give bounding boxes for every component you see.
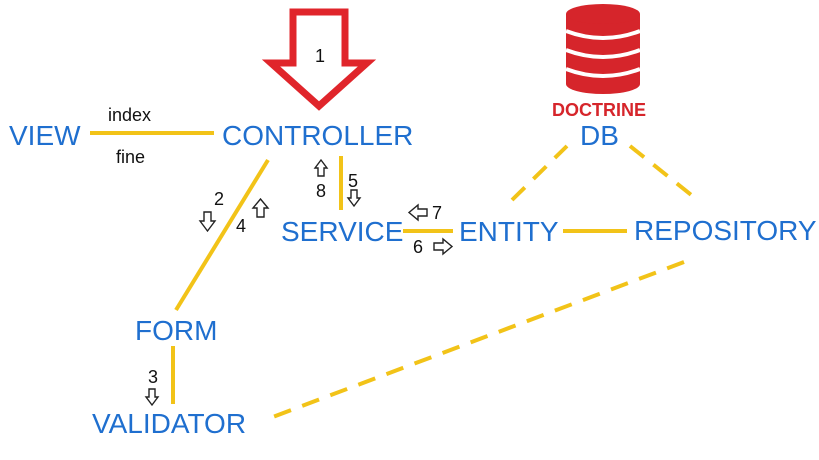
step-6-label: 6	[413, 237, 423, 257]
step-3-label: 3	[148, 367, 158, 387]
arrow-down-icon	[198, 211, 217, 233]
node-validator: VALIDATOR	[92, 408, 246, 439]
node-db: DB	[580, 120, 619, 151]
database-icon	[565, 4, 641, 94]
edge-repository-validator	[269, 260, 685, 420]
step-5-label: 5	[348, 171, 358, 191]
entry-arrow-icon	[261, 8, 377, 111]
node-service: SERVICE	[281, 216, 403, 247]
node-entity: ENTITY	[459, 216, 559, 247]
arrow-up-icon	[313, 158, 329, 177]
arrow-up-icon	[251, 197, 270, 218]
node-controller: CONTROLLER	[222, 120, 413, 151]
edge-label-fine: fine	[116, 147, 145, 167]
edge-entity-db	[510, 144, 569, 202]
step-2-label: 2	[214, 189, 224, 209]
node-form: FORM	[135, 315, 217, 346]
edge-label-index: index	[108, 105, 151, 125]
arrow-down-icon	[144, 388, 160, 407]
edge-controller-form	[174, 158, 270, 312]
step-8-label: 8	[316, 181, 326, 201]
step-1-label: 1	[315, 46, 325, 66]
arrow-right-icon	[433, 237, 454, 256]
step-7-label: 7	[432, 203, 442, 223]
node-repository: REPOSITORY	[634, 215, 817, 246]
step-4-label: 4	[236, 216, 246, 236]
arrow-down-icon	[346, 189, 362, 208]
arrow-left-icon	[407, 203, 428, 222]
doctrine-label: DOCTRINE	[552, 100, 646, 120]
node-view: VIEW	[9, 120, 81, 151]
edge-db-repository	[628, 144, 702, 204]
